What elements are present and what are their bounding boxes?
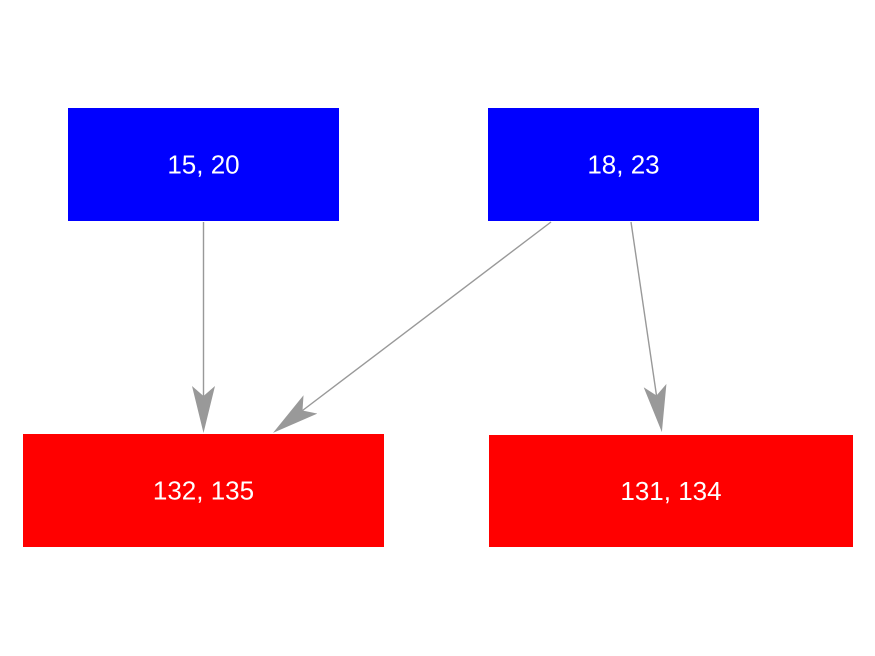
node-132-135[interactable]: 132, 135 — [23, 434, 384, 547]
node-rect[interactable] — [23, 434, 384, 547]
node-label: 132, 135 — [153, 476, 254, 506]
node-131-134[interactable]: 131, 134 — [489, 435, 853, 547]
node-rect[interactable] — [489, 435, 853, 547]
node-18-23[interactable]: 18, 23 — [488, 108, 759, 221]
node-label: 18, 23 — [587, 150, 659, 180]
node-15-20[interactable]: 15, 20 — [68, 108, 339, 221]
node-label: 131, 134 — [620, 476, 721, 506]
node-rect[interactable] — [488, 108, 759, 221]
edge-18-23-to-132-135 — [273, 221, 552, 433]
node-rect[interactable] — [68, 108, 339, 221]
node-label: 15, 20 — [167, 150, 239, 180]
edge-18-23-to-131-134 — [630, 221, 667, 433]
